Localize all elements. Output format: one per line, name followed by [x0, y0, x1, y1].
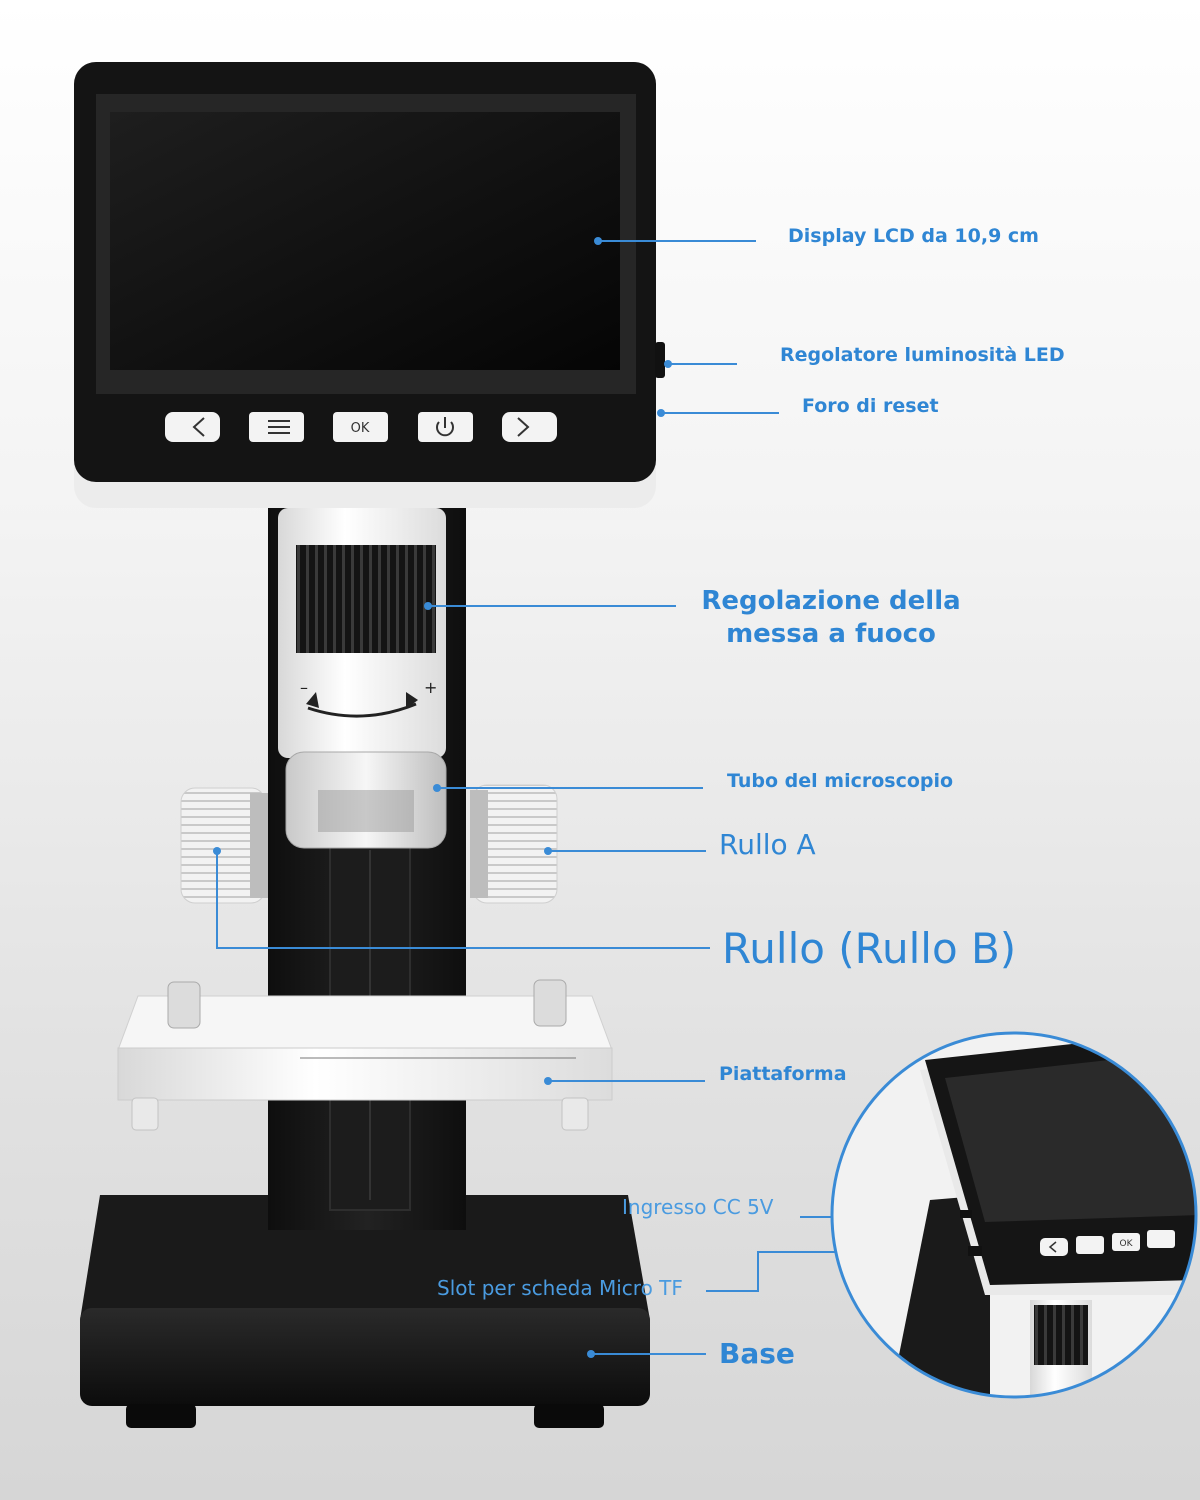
- platform-shape: [117, 979, 613, 1131]
- callout-dots: [213, 237, 979, 1358]
- button-power[interactable]: [418, 412, 473, 442]
- menu-icon: [268, 420, 290, 434]
- power-icon: [436, 417, 454, 437]
- label-base: Base: [719, 1337, 795, 1370]
- label-reset: Foro di reset: [802, 395, 939, 417]
- button-menu[interactable]: [249, 412, 304, 442]
- label-dc-input: Ingresso CC 5V: [622, 1195, 774, 1219]
- base-unit: [80, 1195, 650, 1428]
- label-platform: Piattaforma: [719, 1063, 847, 1085]
- button-forward[interactable]: [502, 412, 557, 442]
- svg-text:+: +: [424, 678, 437, 697]
- svg-text:–: –: [300, 678, 308, 697]
- focus-knobs: [180, 784, 558, 904]
- label-focus-line1: Regolazione della: [701, 586, 961, 616]
- label-tf-slot: Slot per scheda Micro TF: [437, 1276, 683, 1300]
- back-icon: [192, 417, 205, 437]
- forward-icon: [517, 417, 530, 437]
- label-focus: Regolazione della messa a fuoco: [700, 585, 962, 651]
- ok-button-label: OK: [351, 421, 370, 436]
- label-roller-a: Rullo A: [719, 828, 816, 861]
- label-tube: Tubo del microscopio: [727, 770, 954, 792]
- microscope-tube-shape: – +: [278, 508, 447, 849]
- inset-detail: OK: [830, 1031, 1198, 1399]
- inset-ok-button-label: OK: [1120, 1239, 1134, 1249]
- button-ok[interactable]: OK: [333, 412, 388, 442]
- button-back[interactable]: [165, 412, 220, 442]
- label-display: Display LCD da 10,9 cm: [788, 225, 1039, 247]
- label-roller-b: Rullo (Rullo B): [722, 924, 1017, 973]
- label-brightness: Regolatore luminosità LED: [780, 344, 1065, 366]
- display-housing: [74, 62, 665, 508]
- label-focus-line2: messa a fuoco: [726, 619, 936, 649]
